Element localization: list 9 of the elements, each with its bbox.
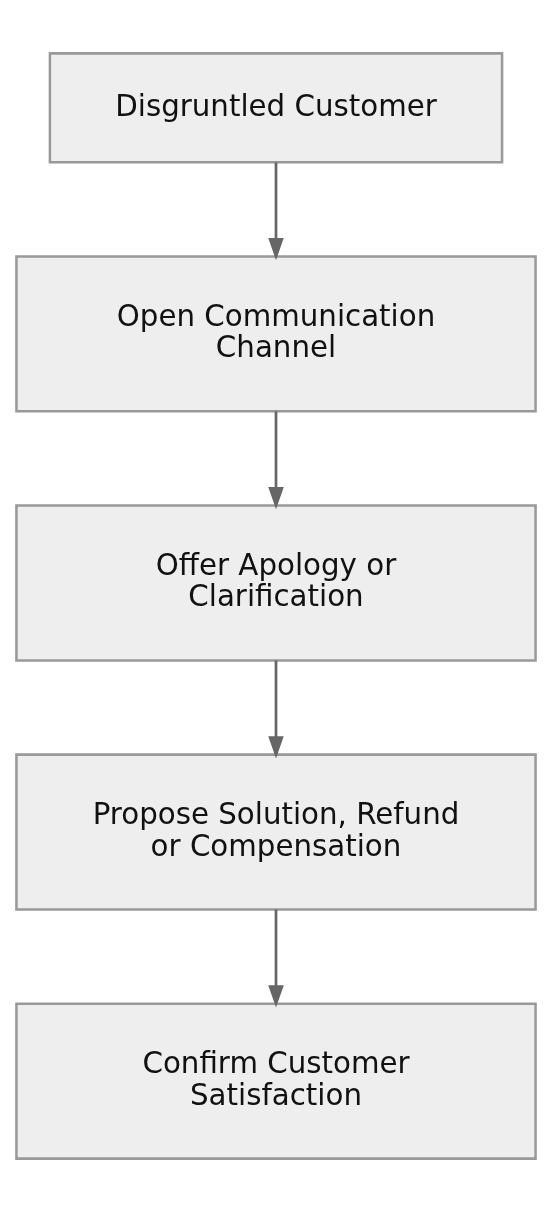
node-box: Open Communication Channel bbox=[15, 255, 537, 413]
arrow bbox=[268, 411, 284, 510]
node-box: Disgruntled Customer bbox=[48, 52, 504, 164]
node-box: Propose Solution, Refund or Compensation bbox=[15, 753, 537, 911]
arrow bbox=[268, 909, 284, 1008]
arrow bbox=[268, 162, 284, 261]
node-box: Confirm Customer Satisfaction bbox=[15, 1002, 537, 1160]
arrow bbox=[268, 660, 284, 759]
node-box: Offer Apology or Clarification bbox=[15, 504, 537, 662]
